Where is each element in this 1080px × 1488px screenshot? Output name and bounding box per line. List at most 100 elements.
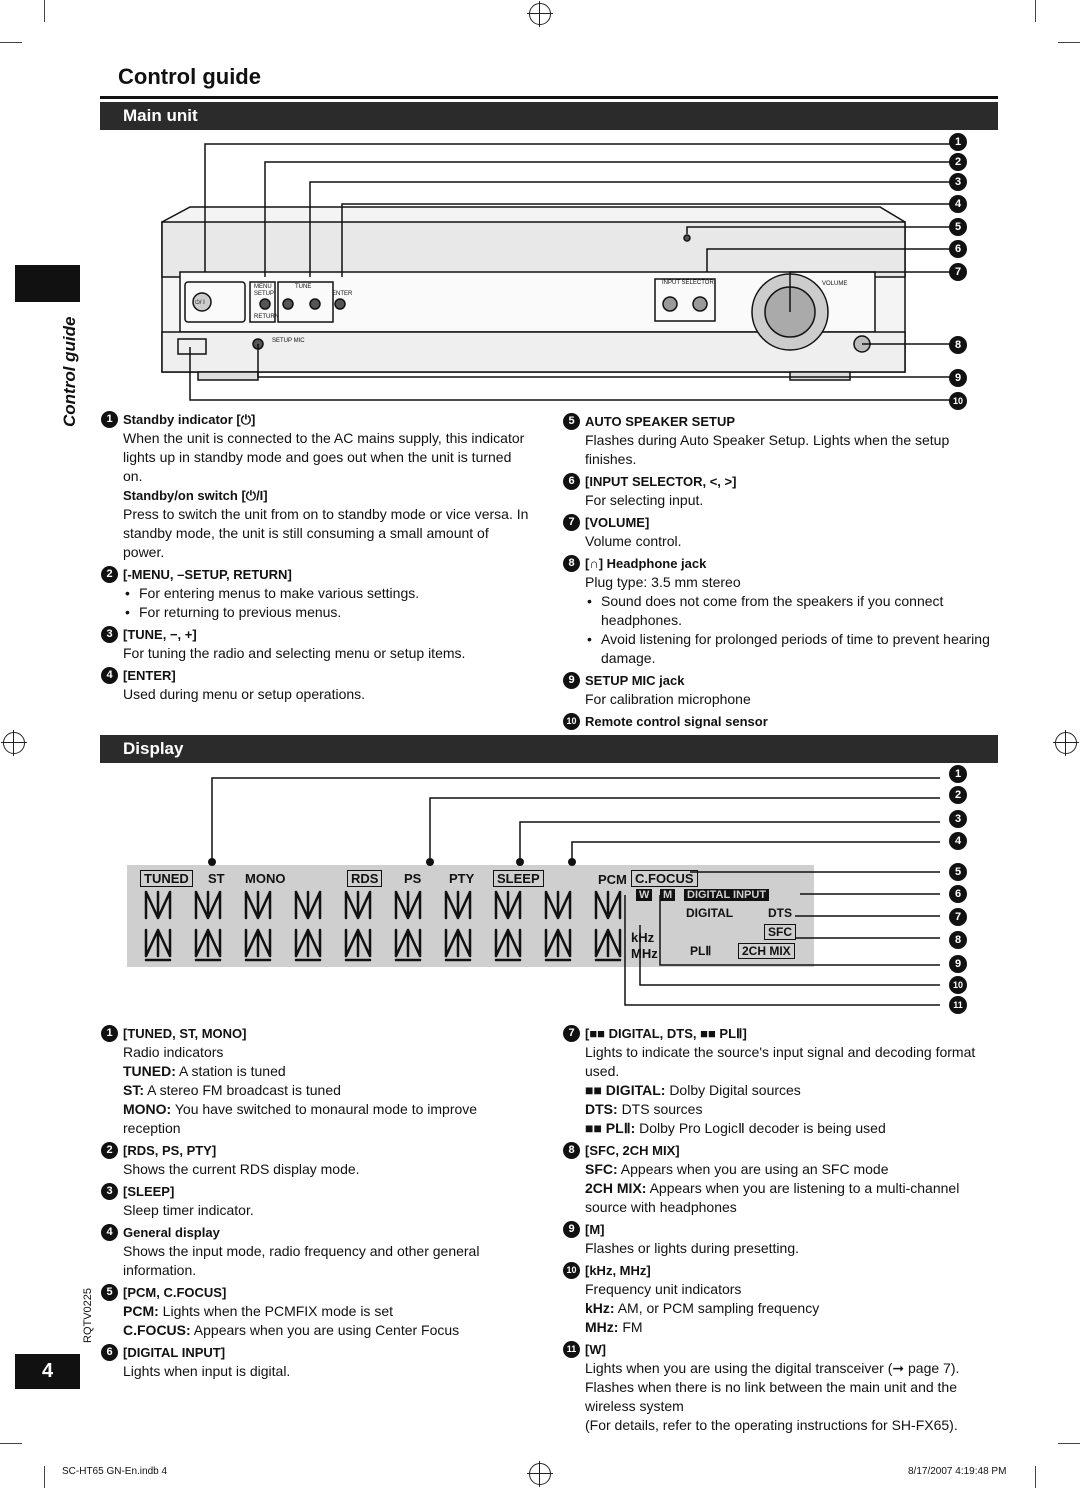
- callout-number: 6: [949, 885, 967, 903]
- item-title: [PCM, C.FOCUS]: [123, 1285, 227, 1300]
- item-text: Press to switch the unit from on to stan…: [123, 506, 529, 560]
- callout-number: 2: [949, 786, 967, 804]
- item-title: [TUNE, −, +]: [123, 627, 197, 642]
- segment-display-graphic: [144, 890, 622, 962]
- callout-number: 4: [949, 195, 967, 213]
- indicator-mono: MONO: [245, 871, 286, 886]
- registration-mark-icon: [1053, 730, 1079, 756]
- definition: TUNED: A station is tuned: [123, 1063, 286, 1079]
- callout-number: 8: [949, 336, 967, 354]
- callout-number: 5: [949, 218, 967, 236]
- crop-mark: [1035, 0, 1036, 22]
- list-item: 7 [VOLUME] Volume control.: [563, 513, 990, 551]
- indicator-dts: DTS: [768, 906, 792, 920]
- list-item: 5 AUTO SPEAKER SETUP Flashes during Auto…: [563, 412, 990, 469]
- svg-text:TUNE: TUNE: [295, 284, 311, 290]
- side-tab: [15, 265, 80, 302]
- item-title: [ENTER]: [123, 668, 176, 683]
- item-number: 9: [563, 1221, 580, 1238]
- item-text: For tuning the radio and selecting menu …: [123, 645, 466, 661]
- item-title: [■■ DIGITAL, DTS, ■■ PLⅡ]: [585, 1026, 747, 1041]
- crop-mark: [0, 42, 22, 43]
- svg-text:ENTER: ENTER: [332, 291, 353, 297]
- item-title: [kHz, MHz]: [585, 1263, 651, 1278]
- definition: kHz: AM, or PCM sampling frequency: [585, 1300, 820, 1316]
- list-item: 7 [■■ DIGITAL, DTS, ■■ PLⅡ] Lights to in…: [563, 1024, 997, 1138]
- indicator-digital: DIGITAL: [686, 906, 734, 920]
- crop-mark: [44, 1466, 45, 1488]
- callout-number: 11: [949, 996, 967, 1014]
- item-title: [SLEEP]: [123, 1184, 175, 1199]
- item-number: 1: [101, 1025, 118, 1042]
- callout-number: 9: [949, 369, 967, 387]
- callout-number: 7: [949, 263, 967, 281]
- callout-number: 3: [949, 810, 967, 828]
- item-title: [DIGITAL INPUT]: [123, 1345, 226, 1360]
- indicator-sfc: SFC: [764, 924, 796, 940]
- item-number: 1: [101, 411, 118, 428]
- item-number: 9: [563, 672, 580, 689]
- list-item: 6 [INPUT SELECTOR, <, >] For selecting i…: [563, 472, 990, 510]
- display-right-column: 7 [■■ DIGITAL, DTS, ■■ PLⅡ] Lights to in…: [563, 1024, 997, 1438]
- item-text: Sleep timer indicator.: [123, 1202, 254, 1218]
- display-left-column: 1 [TUNED, ST, MONO] Radio indicators TUN…: [101, 1024, 538, 1384]
- indicator-pcm: PCM: [598, 872, 627, 887]
- list-item: 3 [TUNE, −, +] For tuning the radio and …: [101, 625, 533, 663]
- indicator-cfocus: C.FOCUS: [631, 870, 698, 887]
- item-text: Frequency unit indicators: [585, 1281, 742, 1297]
- callout-number: 9: [949, 955, 967, 973]
- item-text: When the unit is connected to the AC mai…: [123, 430, 525, 484]
- definition: PCM: Lights when the PCMFIX mode is set: [123, 1303, 393, 1319]
- item-text: Flashes during Auto Speaker Setup. Light…: [585, 432, 950, 467]
- list-item: 8 [∩] Headphone jack Plug type: 3.5 mm s…: [563, 554, 990, 668]
- list-item: 4 General display Shows the input mode, …: [101, 1223, 538, 1280]
- item-text: For calibration microphone: [585, 691, 751, 707]
- list-item: 8 [SFC, 2CH MIX] SFC: Appears when you a…: [563, 1141, 997, 1217]
- indicator-pty: PTY: [449, 871, 475, 886]
- callout-number: 10: [949, 392, 967, 410]
- item-bullet: For entering menus to make various setti…: [123, 584, 533, 603]
- list-item: 1 Standby indicator [⏻] When the unit is…: [101, 410, 533, 562]
- callout-number: 10: [949, 976, 967, 994]
- item-number: 3: [101, 1183, 118, 1200]
- indicator-pl2: PLⅡ: [690, 944, 712, 958]
- definition: ■■ PLⅡ: Dolby Pro LogicⅡ decoder is bein…: [585, 1120, 886, 1136]
- indicator-khz: kHz: [631, 930, 655, 945]
- item-number: 3: [101, 626, 118, 643]
- item-title: [SFC, 2CH MIX]: [585, 1143, 680, 1158]
- definition: DTS: DTS sources: [585, 1101, 703, 1117]
- item-number: 5: [101, 1284, 118, 1301]
- indicator-tuned: TUNED: [140, 870, 193, 887]
- crop-mark: [1058, 42, 1080, 43]
- callout-number: 1: [949, 765, 967, 783]
- indicator-2ch-mix: 2CH MIX: [738, 943, 795, 959]
- list-item: 1 [TUNED, ST, MONO] Radio indicators TUN…: [101, 1024, 538, 1138]
- definition: MHz: FM: [585, 1319, 643, 1335]
- callout-number: 8: [949, 931, 967, 949]
- svg-text:MENU: MENU: [254, 284, 272, 290]
- item-text: For selecting input.: [585, 492, 704, 508]
- list-item: 6 [DIGITAL INPUT] Lights when input is d…: [101, 1343, 538, 1381]
- main-unit-left-column: 1 Standby indicator [⏻] When the unit is…: [101, 410, 533, 707]
- registration-mark-icon: [527, 1, 553, 27]
- item-bullet: Avoid listening for prolonged periods of…: [585, 630, 990, 668]
- item-number: 5: [563, 413, 580, 430]
- item-number: 10: [563, 713, 580, 730]
- indicator-ps: PS: [404, 871, 422, 886]
- svg-text:⏻/ I: ⏻/ I: [195, 299, 205, 306]
- callout-number: 3: [949, 173, 967, 191]
- section-bar-display: Display: [100, 735, 998, 763]
- item-title: [∩] Headphone jack: [585, 556, 707, 571]
- item-number: 2: [101, 1142, 118, 1159]
- definition: ST: A stereo FM broadcast is tuned: [123, 1082, 341, 1098]
- item-number: 2: [101, 566, 118, 583]
- item-text: Shows the input mode, radio frequency an…: [123, 1243, 480, 1278]
- item-title: AUTO SPEAKER SETUP: [585, 414, 736, 429]
- page-title: Control guide: [118, 64, 261, 89]
- indicator-digital-input: DIGITAL INPUT: [684, 889, 770, 901]
- definition: C.FOCUS: Appears when you are using Cent…: [123, 1322, 460, 1338]
- item-number: 8: [563, 555, 580, 572]
- definition: 2CH MIX: Appears when you are listening …: [585, 1180, 960, 1215]
- callout-number: 2: [949, 153, 967, 171]
- list-item: 3 [SLEEP] Sleep timer indicator.: [101, 1182, 538, 1220]
